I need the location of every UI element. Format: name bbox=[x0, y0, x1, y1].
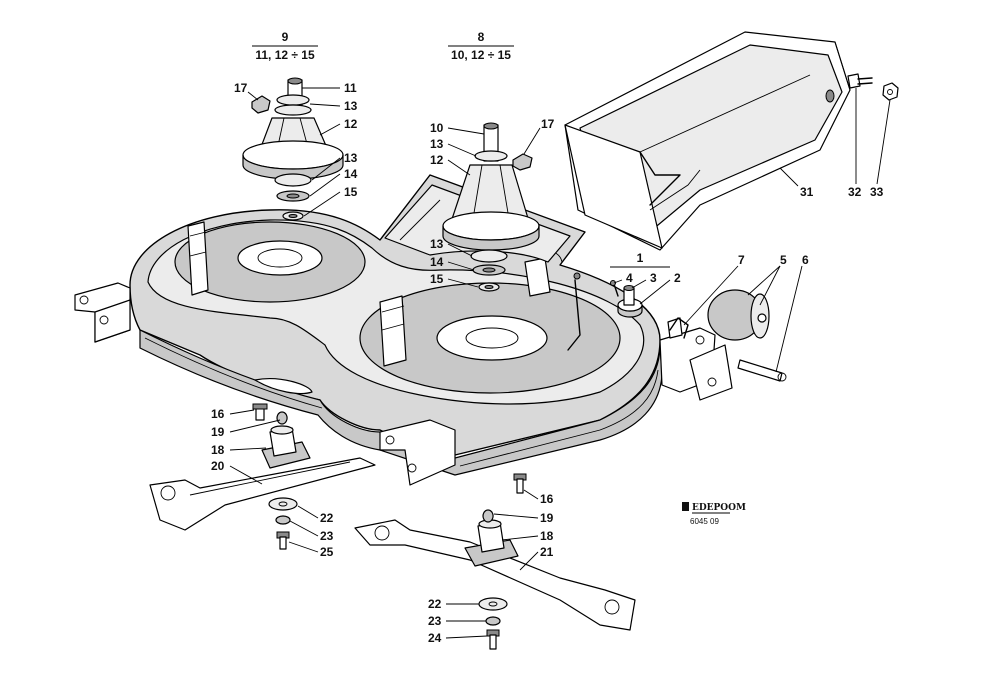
callout-18: 18 bbox=[540, 529, 554, 543]
right-spindle-assembly bbox=[442, 122, 540, 292]
callout-21: 21 bbox=[540, 545, 554, 559]
group-header-9: 9 11, 12 ÷ 15 bbox=[252, 30, 318, 62]
bolt-24 bbox=[486, 629, 500, 650]
washer-22a bbox=[268, 497, 298, 511]
left-spindle-assembly bbox=[242, 77, 344, 221]
callout-23: 23 bbox=[428, 614, 442, 628]
callout-7: 7 bbox=[738, 253, 745, 267]
callout-17: 17 bbox=[234, 81, 248, 95]
callout-13: 13 bbox=[344, 151, 358, 165]
callout-13: 13 bbox=[430, 237, 444, 251]
key-17a bbox=[251, 95, 271, 114]
callout-numbers: 17 11 13 12 13 14 15 10 13 12 17 13 14 1… bbox=[211, 81, 884, 645]
callout-leaders bbox=[229, 87, 891, 639]
anti-scalp-roller bbox=[707, 289, 770, 341]
callout-22: 22 bbox=[320, 511, 334, 525]
bolt-16a bbox=[252, 403, 268, 421]
callout-17: 17 bbox=[541, 117, 555, 131]
left-mounting-brackets bbox=[74, 282, 131, 343]
manufacturer-logo: EDEPOOM bbox=[682, 502, 746, 514]
callout-23: 23 bbox=[320, 529, 334, 543]
washer-22b bbox=[478, 597, 508, 611]
blade-adapter-18b bbox=[464, 519, 519, 567]
callout-32: 32 bbox=[848, 185, 862, 199]
callout-20: 20 bbox=[211, 459, 225, 473]
callout-12: 12 bbox=[430, 153, 444, 167]
callout-12: 12 bbox=[344, 117, 358, 131]
callout-6: 6 bbox=[802, 253, 809, 267]
callout-4: 4 bbox=[626, 271, 633, 285]
key-19b bbox=[482, 509, 494, 523]
callout-5: 5 bbox=[780, 253, 787, 267]
discharge-chute bbox=[564, 31, 851, 251]
group-header-8: 8 10, 12 ÷ 15 bbox=[448, 30, 514, 62]
callout-11: 11 bbox=[344, 81, 357, 95]
callout-13: 13 bbox=[430, 137, 444, 151]
callout-19: 19 bbox=[540, 511, 554, 525]
callout-19: 19 bbox=[211, 425, 225, 439]
callout-33: 33 bbox=[870, 185, 884, 199]
logo-text: EDEPOOM bbox=[692, 503, 746, 513]
group-1-number: 1 bbox=[637, 251, 644, 265]
callout-14: 14 bbox=[344, 167, 358, 181]
callout-3: 3 bbox=[650, 271, 657, 285]
group-8-parts: 10, 12 ÷ 15 bbox=[451, 48, 511, 62]
callout-16: 16 bbox=[540, 492, 554, 506]
callout-14: 14 bbox=[430, 255, 444, 269]
pivot-parts-2-4 bbox=[610, 280, 643, 318]
key-17b bbox=[512, 153, 533, 171]
group-header-1: 1 bbox=[610, 251, 670, 268]
front-mounting-bracket bbox=[379, 419, 456, 486]
key-19a bbox=[276, 411, 288, 425]
left-blade bbox=[149, 457, 376, 531]
callout-15: 15 bbox=[430, 272, 444, 286]
blade-adapter-18a bbox=[261, 425, 311, 469]
callout-22: 22 bbox=[428, 597, 442, 611]
callout-31: 31 bbox=[800, 185, 814, 199]
nut-33 bbox=[882, 82, 899, 101]
callout-18: 18 bbox=[211, 443, 225, 457]
drawing-code: 6045 09 bbox=[690, 517, 719, 526]
bolt-16b bbox=[513, 473, 527, 494]
callout-24: 24 bbox=[428, 631, 442, 645]
right-mounting-brackets bbox=[659, 317, 733, 401]
washer-23b bbox=[485, 616, 501, 626]
bolt-32 bbox=[847, 73, 873, 89]
group-9-parts: 11, 12 ÷ 15 bbox=[255, 48, 315, 62]
roller-axle bbox=[737, 359, 787, 382]
callout-15: 15 bbox=[344, 185, 358, 199]
callout-2: 2 bbox=[674, 271, 681, 285]
group-8-number: 8 bbox=[478, 30, 485, 44]
callout-16: 16 bbox=[211, 407, 225, 421]
right-blade bbox=[354, 519, 636, 631]
washer-23a bbox=[275, 515, 291, 525]
callout-13: 13 bbox=[344, 99, 358, 113]
group-9-number: 9 bbox=[282, 30, 289, 44]
clip-7 bbox=[669, 317, 689, 339]
callout-25: 25 bbox=[320, 545, 334, 559]
callout-10: 10 bbox=[430, 121, 444, 135]
bolt-25 bbox=[276, 531, 290, 550]
